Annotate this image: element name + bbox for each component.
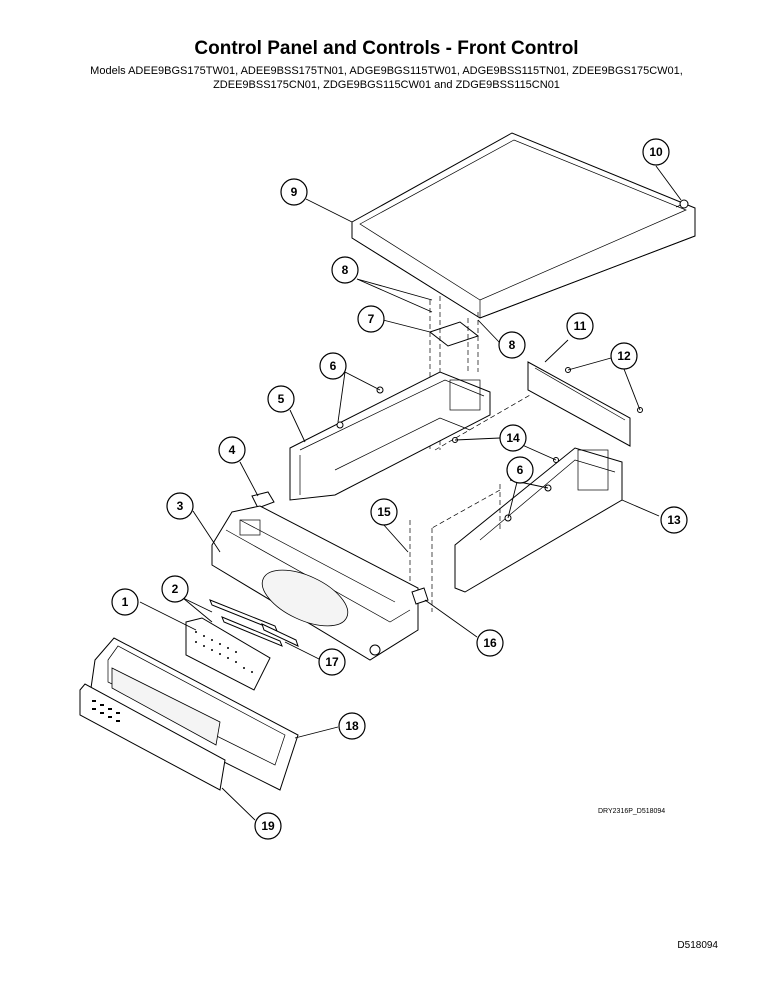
part-5-side-bracket xyxy=(289,371,491,501)
part-19-overlay xyxy=(79,683,226,791)
svg-text:15: 15 xyxy=(377,505,391,519)
callout-18: 18 xyxy=(338,712,366,740)
callout-4: 4 xyxy=(218,436,246,464)
callout-9: 9 xyxy=(280,178,308,206)
callout-16: 16 xyxy=(476,629,504,657)
svg-text:12: 12 xyxy=(617,349,631,363)
svg-text:7: 7 xyxy=(368,312,375,326)
part-11-bracket-plate xyxy=(527,361,643,447)
callout-12: 12 xyxy=(610,342,638,370)
svg-text:17: 17 xyxy=(325,655,339,669)
callout-8-upper: 8 xyxy=(331,256,359,284)
svg-text:14: 14 xyxy=(506,431,520,445)
callout-8-lower: 8 xyxy=(498,331,526,359)
svg-text:10: 10 xyxy=(649,145,663,159)
callout-6-right: 6 xyxy=(506,456,534,484)
part-4-clip xyxy=(251,491,275,509)
svg-text:11: 11 xyxy=(574,319,587,333)
part-13-side-bracket xyxy=(452,437,623,593)
callout-17: 17 xyxy=(318,648,346,676)
part-18-console-bezel xyxy=(89,637,299,791)
svg-text:8: 8 xyxy=(342,263,349,277)
part-7-bracket xyxy=(428,296,480,450)
part-16-clip xyxy=(411,587,429,605)
callout-6-left: 6 xyxy=(319,352,347,380)
svg-text:8: 8 xyxy=(509,338,516,352)
callout-11: 11 xyxy=(566,312,594,340)
part-1-control-board xyxy=(185,617,271,691)
callout-14: 14 xyxy=(499,424,527,452)
callout-13: 13 xyxy=(660,506,688,534)
callout-1: 1 xyxy=(111,588,139,616)
callout-5: 5 xyxy=(267,385,295,413)
part-2-bracket xyxy=(209,599,283,647)
drawing-reference: DRY2316P_D518094 xyxy=(598,808,666,815)
part-9-top-panel xyxy=(351,132,696,319)
callout-10: 10 xyxy=(642,138,670,166)
part-10-screw xyxy=(675,199,689,209)
svg-text:4: 4 xyxy=(229,443,236,457)
svg-text:6: 6 xyxy=(330,359,337,373)
callout-7: 7 xyxy=(357,305,385,333)
svg-text:5: 5 xyxy=(278,392,285,406)
callout-19: 19 xyxy=(254,812,282,840)
callout-15: 15 xyxy=(370,498,398,526)
svg-text:13: 13 xyxy=(667,513,681,527)
diagram-title: Control Panel and Controls - Front Contr… xyxy=(194,38,579,59)
svg-text:9: 9 xyxy=(291,185,298,199)
svg-text:18: 18 xyxy=(345,719,359,733)
leader-lines xyxy=(139,165,682,821)
svg-text:16: 16 xyxy=(483,636,497,650)
document-number: D518094 xyxy=(677,940,718,951)
svg-text:6: 6 xyxy=(517,463,524,477)
svg-text:1: 1 xyxy=(122,595,129,609)
svg-text:2: 2 xyxy=(172,582,179,596)
part-17-bracket xyxy=(261,623,299,647)
svg-text:3: 3 xyxy=(177,499,184,513)
callout-2: 2 xyxy=(161,575,189,603)
part-3-console-frame xyxy=(211,505,419,661)
models-subtitle: Models ADEE9BGS175TW01, ADEE9BSS175TN01,… xyxy=(90,65,683,91)
svg-text:19: 19 xyxy=(261,819,275,833)
callout-3: 3 xyxy=(166,492,194,520)
